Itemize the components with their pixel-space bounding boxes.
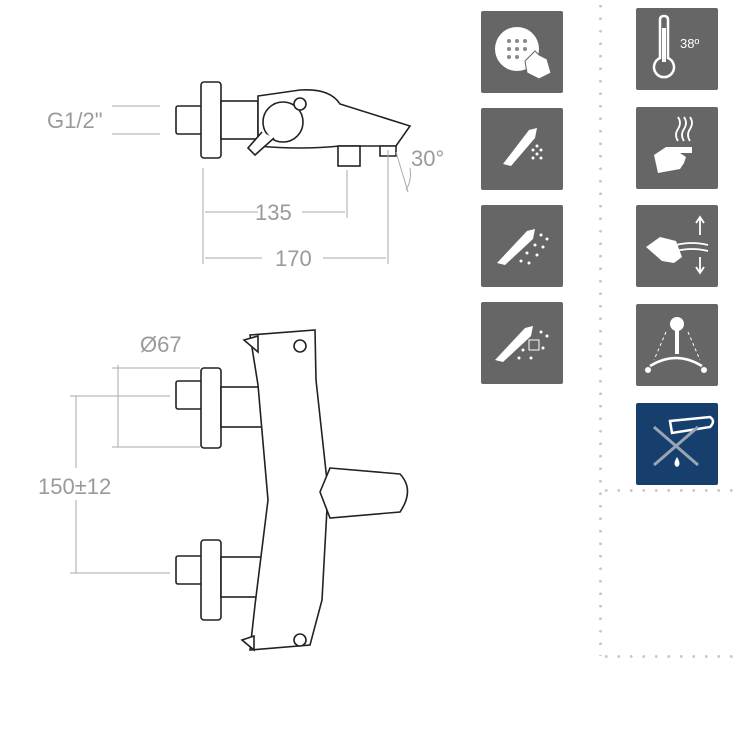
- angle-label: 30°: [411, 146, 444, 171]
- round-shower-touch-icon: [481, 11, 563, 93]
- dimension-lines: [70, 105, 411, 574]
- top-view: [175, 81, 412, 167]
- hot-cold-lever-icon: [636, 304, 718, 386]
- centres-label: 150±12: [38, 474, 111, 499]
- front-view: [175, 329, 409, 652]
- anti-scald-hand-icon: [636, 107, 718, 189]
- hand-shower-spray-icon: [481, 205, 563, 287]
- thread-label: G1/2": [47, 108, 103, 133]
- thermometer-icon: 38º: [636, 8, 718, 90]
- depth-short-label: 135: [255, 200, 292, 225]
- hand-flow-adjust-icon: [636, 205, 718, 287]
- hand-shower-multi-icon: [481, 302, 563, 384]
- flange-diameter-label: Ø67: [140, 332, 182, 357]
- no-limescale-icon: [636, 403, 718, 485]
- depth-long-label: 170: [275, 246, 312, 271]
- thermo-label: 38º: [680, 36, 699, 51]
- divider-horizontal-bottom: [600, 655, 738, 658]
- hand-shower-rain-icon: [481, 108, 563, 190]
- divider-vertical: [599, 0, 602, 656]
- divider-horizontal: [600, 489, 738, 492]
